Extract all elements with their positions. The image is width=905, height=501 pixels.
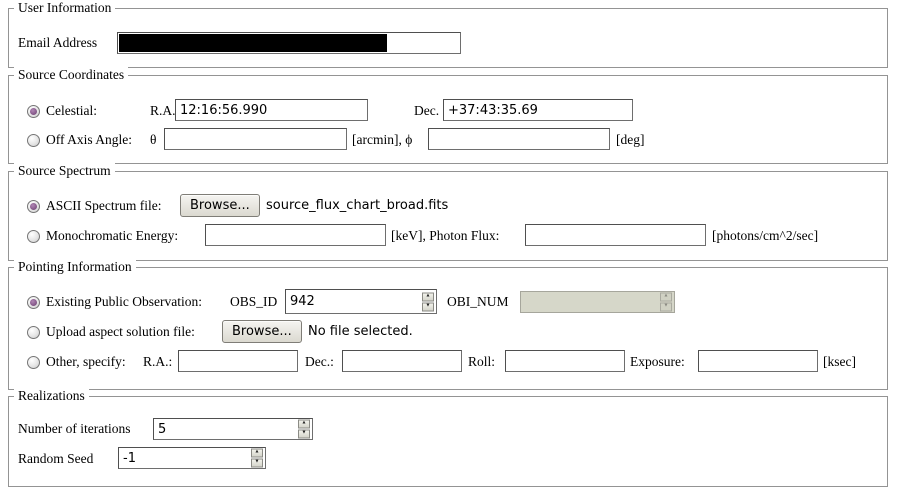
iterations-input[interactable] bbox=[154, 419, 312, 439]
source-coordinates-legend: Source Coordinates bbox=[14, 67, 129, 83]
realizations-legend: Realizations bbox=[14, 388, 89, 404]
exposure-input[interactable] bbox=[698, 350, 818, 372]
iterations-spinner[interactable]: ▲ ▼ bbox=[153, 418, 313, 440]
random-seed-label: Random Seed bbox=[18, 451, 94, 466]
phi-input[interactable] bbox=[428, 128, 610, 150]
monochromatic-radio[interactable] bbox=[27, 230, 40, 243]
ksec-label: [ksec] bbox=[823, 354, 856, 369]
source-spectrum-section bbox=[8, 171, 888, 261]
flux-units-label: [photons/cm^2/sec] bbox=[712, 228, 819, 243]
ascii-spectrum-radio[interactable] bbox=[27, 200, 40, 213]
ra-input[interactable] bbox=[175, 99, 368, 121]
energy-input[interactable] bbox=[205, 224, 386, 246]
aspect-browse-button[interactable]: Browse... bbox=[222, 320, 302, 343]
email-redaction bbox=[119, 34, 387, 52]
deg-label: [deg] bbox=[616, 132, 645, 147]
existing-observation-radio[interactable] bbox=[27, 296, 40, 309]
obs-id-input[interactable] bbox=[286, 290, 436, 313]
source-spectrum-legend: Source Spectrum bbox=[14, 163, 115, 179]
other-ra-label: R.A.: bbox=[143, 354, 173, 369]
upload-aspect-radio[interactable] bbox=[27, 326, 40, 339]
random-seed-spinner[interactable]: ▲ ▼ bbox=[118, 447, 266, 469]
upload-aspect-label: Upload aspect solution file: bbox=[46, 324, 195, 339]
obs-id-spinner-arrows: ▲ ▼ bbox=[422, 292, 434, 311]
other-dec-label: Dec.: bbox=[305, 354, 334, 369]
spinner-up-icon[interactable]: ▲ bbox=[251, 448, 263, 458]
other-specify-label: Other, specify: bbox=[46, 354, 126, 369]
spectrum-filename: source_flux_chart_broad.fits bbox=[266, 198, 449, 213]
iterations-label: Number of iterations bbox=[18, 421, 131, 436]
theta-input[interactable] bbox=[164, 128, 347, 150]
dec-label: Dec. bbox=[414, 103, 440, 118]
arcmin-phi-label: [arcmin], ϕ bbox=[352, 132, 413, 147]
other-dec-input[interactable] bbox=[342, 350, 462, 372]
email-address-label: Email Address bbox=[18, 35, 98, 50]
photon-flux-input[interactable] bbox=[525, 224, 706, 246]
celestial-radio[interactable] bbox=[27, 105, 40, 118]
random-seed-input[interactable] bbox=[119, 448, 265, 468]
realizations-section bbox=[8, 396, 888, 487]
off-axis-radio[interactable] bbox=[27, 134, 40, 147]
theta-label: θ bbox=[150, 132, 157, 147]
ra-label: R.A. bbox=[150, 103, 176, 118]
obi-num-label: OBI_NUM bbox=[447, 294, 509, 309]
random-seed-spinner-arrows: ▲ ▼ bbox=[251, 448, 263, 468]
obi-num-spinner: ▲ ▼ bbox=[520, 291, 675, 313]
existing-observation-label: Existing Public Observation: bbox=[46, 294, 202, 309]
ascii-spectrum-label: ASCII Spectrum file: bbox=[46, 198, 162, 213]
other-specify-radio[interactable] bbox=[27, 356, 40, 369]
user-information-legend: User Information bbox=[14, 0, 116, 16]
spinner-down-icon: ▼ bbox=[660, 302, 672, 312]
iterations-spinner-arrows: ▲ ▼ bbox=[298, 419, 310, 439]
pointing-information-legend: Pointing Information bbox=[14, 259, 136, 275]
obi-num-spinner-arrows: ▲ ▼ bbox=[660, 292, 672, 312]
dec-input[interactable] bbox=[443, 99, 633, 121]
exposure-label: Exposure: bbox=[630, 354, 685, 369]
no-file-selected-text: No file selected. bbox=[308, 324, 413, 339]
spinner-down-icon[interactable]: ▼ bbox=[251, 458, 263, 468]
kev-photon-flux-label: [keV], Photon Flux: bbox=[391, 228, 500, 243]
obs-id-spinner[interactable]: ▲ ▼ bbox=[285, 289, 437, 314]
obs-id-label: OBS_ID bbox=[230, 294, 278, 309]
spinner-up-icon[interactable]: ▲ bbox=[298, 419, 310, 429]
monochromatic-label: Monochromatic Energy: bbox=[46, 228, 179, 243]
spectrum-browse-button[interactable]: Browse... bbox=[180, 194, 260, 217]
celestial-label: Celestial: bbox=[46, 103, 97, 118]
obi-num-input bbox=[521, 292, 674, 312]
spinner-down-icon[interactable]: ▼ bbox=[298, 429, 310, 439]
off-axis-label: Off Axis Angle: bbox=[46, 132, 133, 147]
roll-input[interactable] bbox=[505, 350, 625, 372]
roll-label: Roll: bbox=[468, 354, 496, 369]
other-ra-input[interactable] bbox=[178, 350, 298, 372]
spinner-down-icon[interactable]: ▼ bbox=[422, 302, 434, 311]
spinner-up-icon: ▲ bbox=[660, 292, 672, 302]
spinner-up-icon[interactable]: ▲ bbox=[422, 292, 434, 301]
